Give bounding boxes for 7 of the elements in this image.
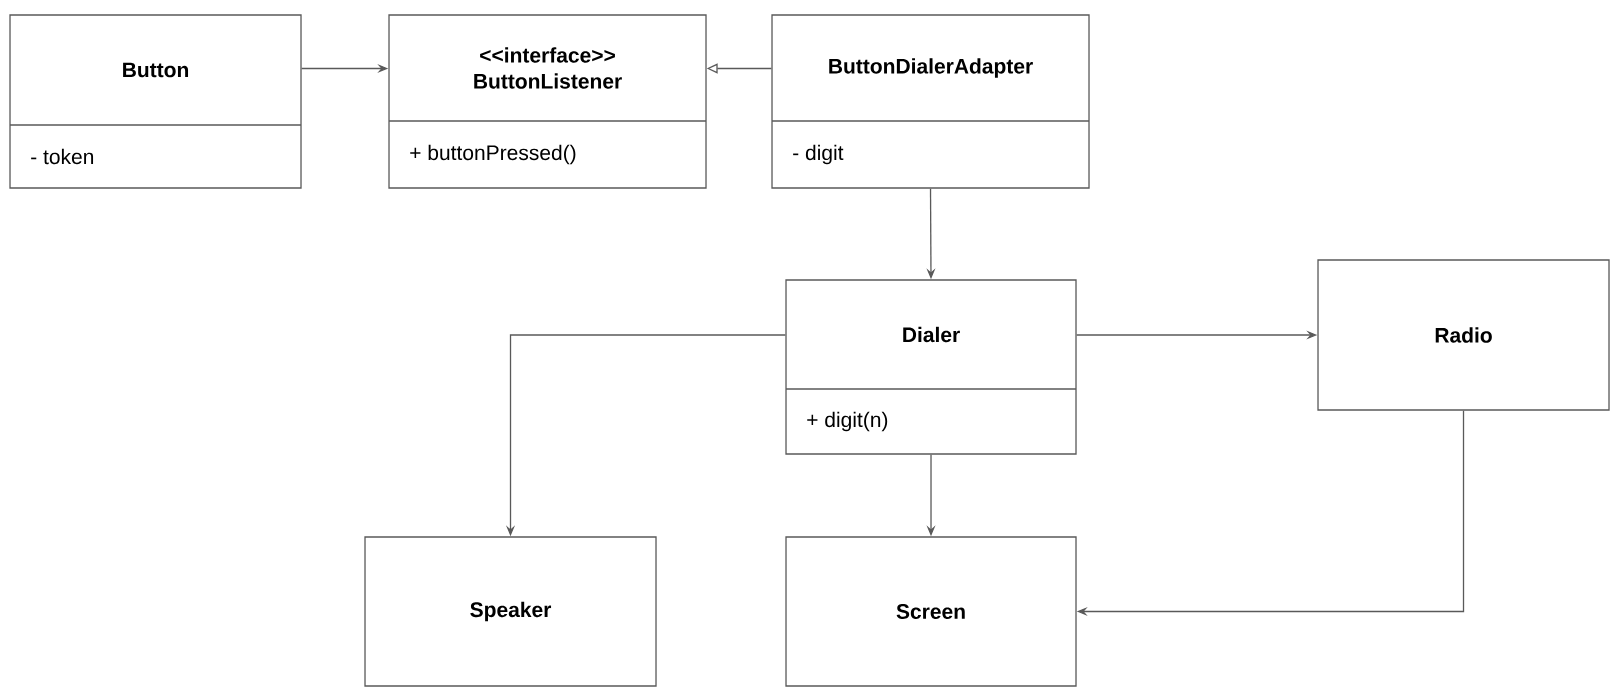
class-box: ButtonDialerAdapter - digit — [771, 14, 1090, 189]
class-box: <<interface>> ButtonListener + buttonPressed() — [388, 14, 707, 189]
class-box: Radio — [1317, 259, 1610, 411]
class-box: Screen — [785, 536, 1077, 687]
class-box: Button - token — [9, 14, 302, 189]
class-box: Dialer + digit(n) — [785, 279, 1077, 455]
class-box: Speaker — [364, 536, 657, 687]
